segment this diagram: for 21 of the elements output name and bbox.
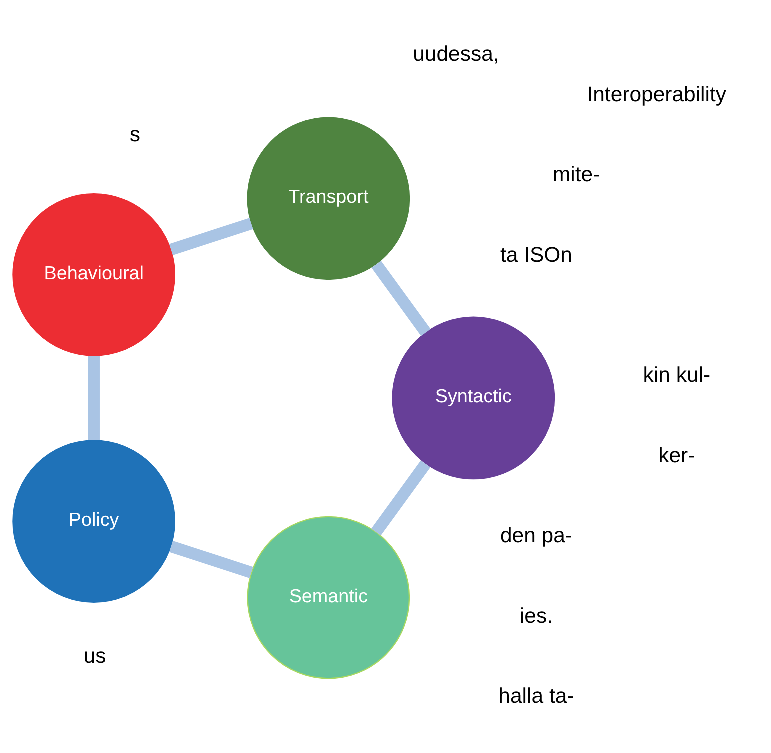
label: Interoperability — [587, 82, 726, 106]
label: den pa- — [500, 523, 572, 548]
label: uudessa, — [413, 42, 500, 66]
connector — [169, 540, 254, 578]
connector — [88, 356, 100, 440]
label: ker- — [658, 442, 696, 467]
label: us — [84, 644, 106, 668]
connector — [371, 460, 431, 536]
label: s — [130, 122, 140, 146]
label: halla ta- — [498, 684, 574, 708]
node-circle: Semantic — [247, 516, 410, 679]
connector — [372, 260, 431, 336]
node-circle: Syntactic — [392, 316, 556, 480]
label: mite- — [553, 162, 600, 186]
label: kin kul- — [643, 362, 711, 387]
node-circle: Policy — [12, 440, 176, 602]
node-circle: Behavioural — [12, 192, 176, 356]
label: ies. — [520, 603, 553, 628]
label: ta ISOn — [500, 242, 572, 266]
connector — [169, 218, 254, 255]
node-circle: Transport — [247, 116, 410, 280]
